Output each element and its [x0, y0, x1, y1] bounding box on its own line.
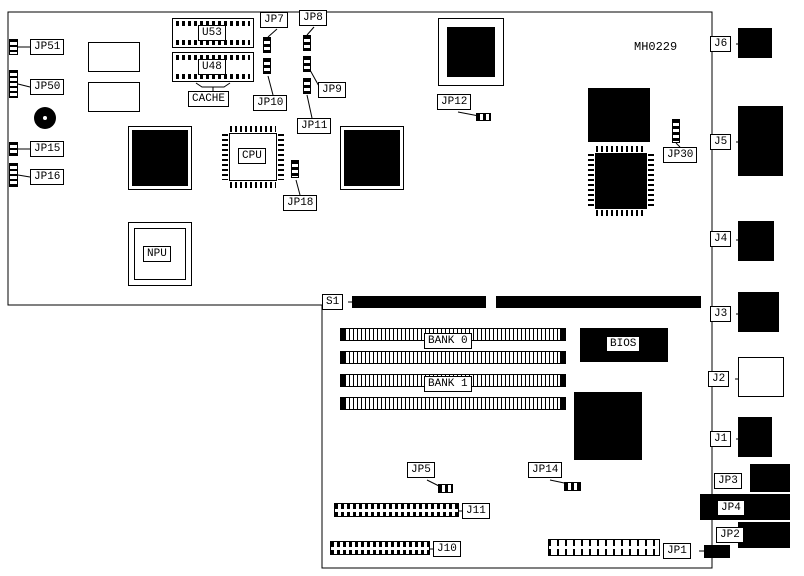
label-bios: BIOS: [606, 336, 641, 352]
label-jp12: JP12: [437, 94, 472, 110]
label-j10: J10: [433, 541, 461, 557]
jp11-jumper: [303, 78, 311, 94]
label-jp10: JP10: [253, 95, 288, 111]
chip-pins-right: [648, 154, 654, 208]
chip-right-upper: [588, 88, 650, 142]
label-j6: J6: [710, 36, 732, 52]
label-jp1: JP1: [663, 543, 691, 559]
jp8-jumper: [303, 35, 311, 51]
u53-socket: [172, 18, 254, 48]
label-jp14: JP14: [528, 462, 563, 478]
label-npu: NPU: [143, 246, 171, 262]
jp12-jumper: [476, 113, 491, 121]
label-bank1: BANK 1: [424, 376, 472, 392]
chip-pins-left: [588, 154, 594, 208]
label-jp11: JP11: [297, 118, 332, 134]
jp1-connector: [704, 545, 730, 558]
jp3-connector: [750, 464, 790, 492]
jp7-jumper: [263, 37, 271, 53]
label-j11: J11: [462, 503, 490, 519]
jp2-connector: [738, 522, 790, 548]
empty-socket-top: [88, 42, 140, 72]
jp5-jumper: [438, 484, 453, 493]
label-jp9: JP9: [318, 82, 346, 98]
s1-slot-bar-left: [352, 296, 486, 308]
jp16-connector: [9, 163, 18, 187]
j1-port: [738, 417, 772, 457]
label-jp16: JP16: [30, 169, 65, 185]
jp50-connector: [9, 70, 18, 98]
chip-bottom: [574, 392, 642, 460]
jp1-pin-header: [548, 539, 660, 556]
chip-right-lower: [588, 146, 654, 216]
label-jp2: JP2: [716, 527, 744, 543]
label-cache: CACHE: [188, 91, 230, 107]
label-j5: J5: [710, 134, 732, 150]
jp51-connector: [9, 39, 18, 55]
label-j1: J1: [710, 431, 732, 447]
label-cpu: CPU: [238, 148, 266, 164]
plcc-chip-mid: [340, 126, 404, 190]
board-code: MH0229: [634, 40, 678, 54]
j5-port: [738, 106, 783, 176]
label-j2: J2: [708, 371, 730, 387]
jp15-connector: [9, 142, 18, 156]
label-u53: U53: [198, 25, 226, 41]
speaker-component: [34, 107, 56, 129]
label-jp3: JP3: [714, 473, 742, 489]
j10-pin-header: [330, 541, 430, 555]
jp30-jumper: [672, 119, 680, 143]
jp14-jumper: [564, 482, 581, 491]
plcc-chip-left: [128, 126, 192, 190]
chip-pins-top: [596, 146, 646, 152]
label-j4: J4: [710, 231, 732, 247]
label-bank0: BANK 0: [424, 333, 472, 349]
simm-socket-4: [340, 397, 566, 410]
cpu-pins-top: [230, 126, 276, 132]
label-jp50: JP50: [30, 79, 65, 95]
jp9-jumper: [303, 56, 311, 72]
label-jp7: JP7: [260, 12, 288, 28]
label-jp4: JP4: [717, 500, 745, 516]
cpu-pins-left: [222, 134, 228, 180]
plcc-socket-chip: [438, 18, 504, 86]
j2-port: [738, 357, 784, 397]
chip-body: [595, 153, 647, 209]
label-jp51: JP51: [30, 39, 65, 55]
j4-port: [738, 221, 774, 261]
empty-socket-bottom: [88, 82, 140, 112]
label-jp8: JP8: [299, 10, 327, 26]
j3-port: [738, 292, 779, 332]
s1-slot-bar-right: [496, 296, 701, 308]
label-jp5: JP5: [407, 462, 435, 478]
label-s1: S1: [322, 294, 344, 310]
jp10-jumper: [263, 58, 271, 74]
cpu-pins-bottom: [230, 182, 276, 188]
label-jp15: JP15: [30, 141, 65, 157]
label-jp30: JP30: [663, 147, 698, 163]
jp18-jumper: [291, 160, 299, 178]
label-u48: U48: [198, 59, 226, 75]
cpu-pins-right: [278, 134, 284, 180]
jp4-connector: [700, 494, 790, 520]
j11-pin-header: [334, 503, 459, 517]
label-jp18: JP18: [283, 195, 318, 211]
j6-port: [738, 28, 772, 58]
label-j3: J3: [710, 306, 732, 322]
chip-pins-bottom: [596, 210, 646, 216]
simm-socket-2: [340, 351, 566, 364]
